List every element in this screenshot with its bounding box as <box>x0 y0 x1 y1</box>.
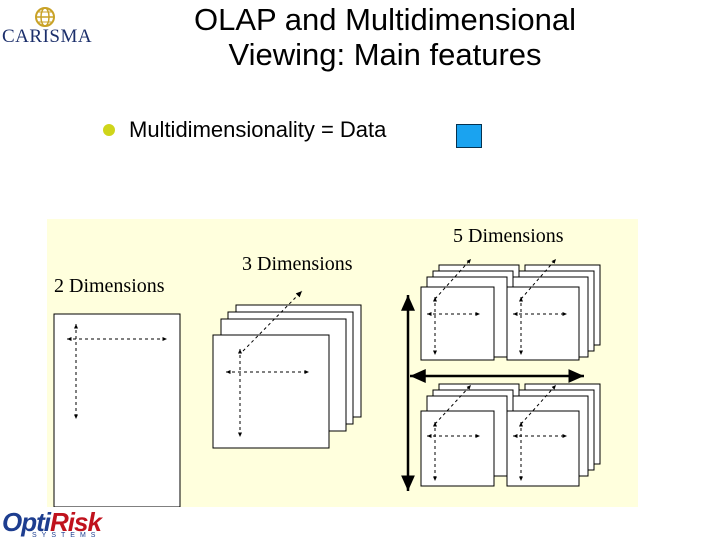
data-cube-icon <box>456 124 482 148</box>
panel-2d <box>53 313 181 507</box>
carisma-logo: CARISMA <box>0 2 96 50</box>
label-5-dimensions: 5 Dimensions <box>453 225 564 247</box>
label-2-dimensions: 2 Dimensions <box>54 275 165 297</box>
slide-title-line-1: OLAP and Multidimensional <box>194 2 576 37</box>
optirisk-logo-part-1: Opti <box>2 507 51 537</box>
optirisk-logo-subtitle: SYSTEMS <box>32 532 101 539</box>
dimensions-diagram-svg: 2 Dimensions 3 Dimensions 5 Dimensions <box>53 225 601 507</box>
label-3-dimensions: 3 Dimensions <box>242 253 353 275</box>
optirisk-logo: OptiRisk SYSTEMS <box>2 508 122 540</box>
optirisk-logo-part-2: Risk <box>50 507 102 537</box>
bullet-dot-icon <box>103 124 115 136</box>
carisma-logo-text: CARISMA <box>2 26 93 47</box>
globe-icon <box>35 7 55 27</box>
cube-stack-top-right <box>506 258 601 361</box>
panel-3d-stack <box>212 290 362 449</box>
dimensions-diagram: 2 Dimensions 3 Dimensions 5 Dimensions <box>47 219 638 507</box>
slide-title-line-2: Viewing: Main features <box>228 37 542 72</box>
cube-stack-bottom-left <box>420 383 520 487</box>
bullet-text: Multidimensionality = Data <box>129 117 387 142</box>
optirisk-logo-name: OptiRisk <box>2 507 102 537</box>
cube-stack-bottom-right <box>506 383 601 487</box>
slide-title: OLAP and Multidimensional Viewing: Main … <box>120 2 650 72</box>
cube-stack-top-left <box>420 258 520 361</box>
